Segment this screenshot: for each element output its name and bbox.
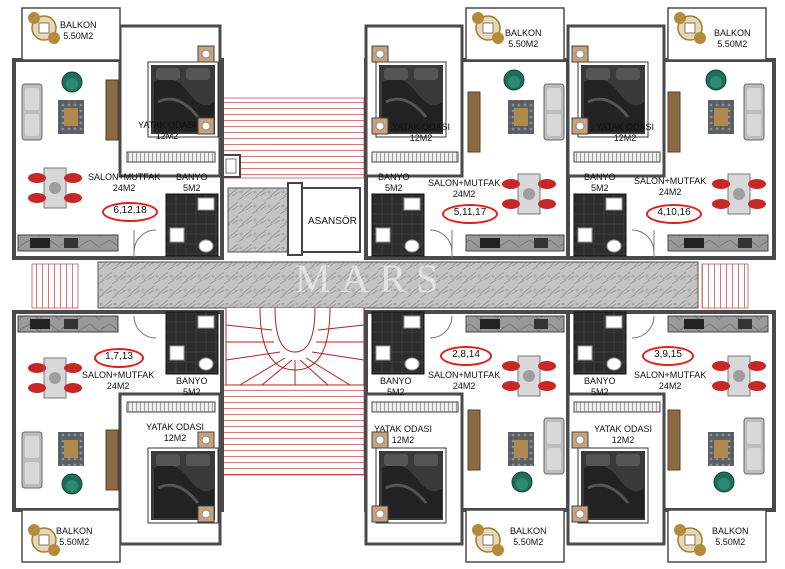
apartment-top-middle: [364, 7, 570, 260]
apartment-number-top-middle: 5,11,17: [442, 204, 498, 224]
side-stairs: [31, 263, 749, 309]
apartment-top-right: [566, 7, 776, 260]
stairs-bottom-straight: [221, 384, 365, 476]
apartment-number-top-left: 6,12,18: [102, 202, 158, 222]
watermark: MARS: [295, 256, 449, 301]
apartment-number-top-right: 4,10,16: [646, 204, 702, 224]
stairs-top: [221, 97, 365, 179]
apartment-number-bottom-left: 1,7,13: [94, 348, 144, 368]
apartment-number-bottom-right: 3,9,15: [642, 346, 694, 366]
stairs-bottom-curved: [225, 307, 365, 386]
elevator-label: ASANSÖR: [308, 216, 357, 227]
apartment-bottom-left: [12, 310, 224, 563]
core-shafts: [221, 154, 303, 256]
apartment-bottom-right: [566, 310, 776, 563]
landing-tiles: [227, 187, 289, 253]
apartment-number-bottom-middle: 2,8,14: [440, 346, 492, 366]
apartment-bottom-middle: [364, 310, 570, 563]
central-corridor: [97, 261, 699, 309]
apartment-top-left: [12, 7, 224, 260]
